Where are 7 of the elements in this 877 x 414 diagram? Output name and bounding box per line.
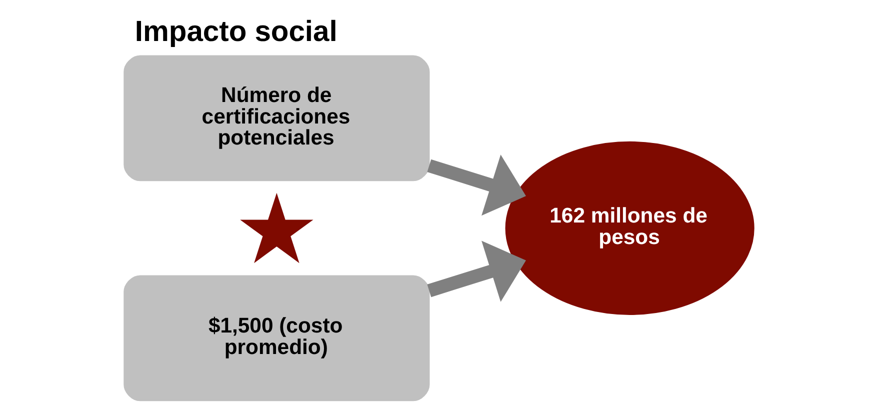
node-box: Número de certificaciones potenciales [123, 55, 430, 182]
arrow [426, 240, 526, 302]
node-box: $1,500 (costo promedio) [123, 275, 430, 402]
diagram-title: Impacto social [134, 16, 337, 48]
node-ellipse: 162 millones de pesos [504, 141, 754, 315]
node-cross [240, 192, 313, 264]
arrow [426, 154, 526, 216]
